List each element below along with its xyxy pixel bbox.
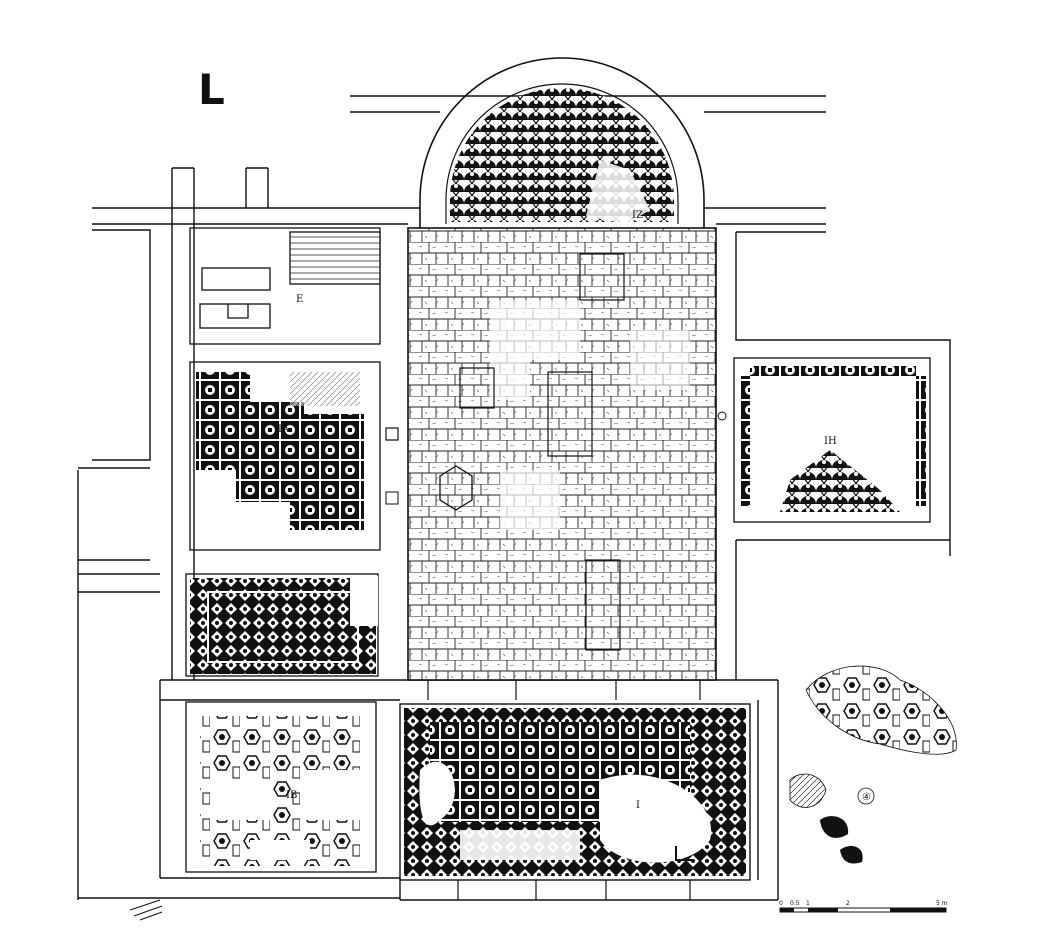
room-label-i: I xyxy=(636,800,640,811)
walls xyxy=(77,95,951,921)
scale-tick-0: 0 xyxy=(779,900,783,907)
scale-tick-05: 0.5 xyxy=(790,900,800,907)
mosaic-fragments-right: ④ xyxy=(789,665,957,864)
room-label-ih: IH xyxy=(824,436,837,447)
room-ia: IA xyxy=(189,361,399,551)
north-marker: L xyxy=(198,65,225,114)
room-label-e: E xyxy=(296,294,303,305)
scale-tick-2: 2 xyxy=(846,900,850,907)
room-label-circle-right: ④ xyxy=(862,792,871,803)
room-diamond-mosaic xyxy=(185,573,379,677)
apse-room-iz: IZ xyxy=(419,57,705,228)
scale-tick-1: 1 xyxy=(806,900,810,907)
room-ih: IH xyxy=(717,357,931,523)
room-label-ia: IA xyxy=(278,424,290,435)
central-nave xyxy=(407,227,717,900)
room-i: I xyxy=(399,703,751,881)
room-label-iz: IZ xyxy=(632,210,643,221)
scale-bar: 0 0.5 1 2 5 m xyxy=(779,900,948,913)
room-e: E xyxy=(189,227,381,345)
room-ib: IB xyxy=(185,701,377,873)
scale-tick-5m: 5 m xyxy=(936,900,948,907)
room-label-ib: IB xyxy=(286,790,297,801)
